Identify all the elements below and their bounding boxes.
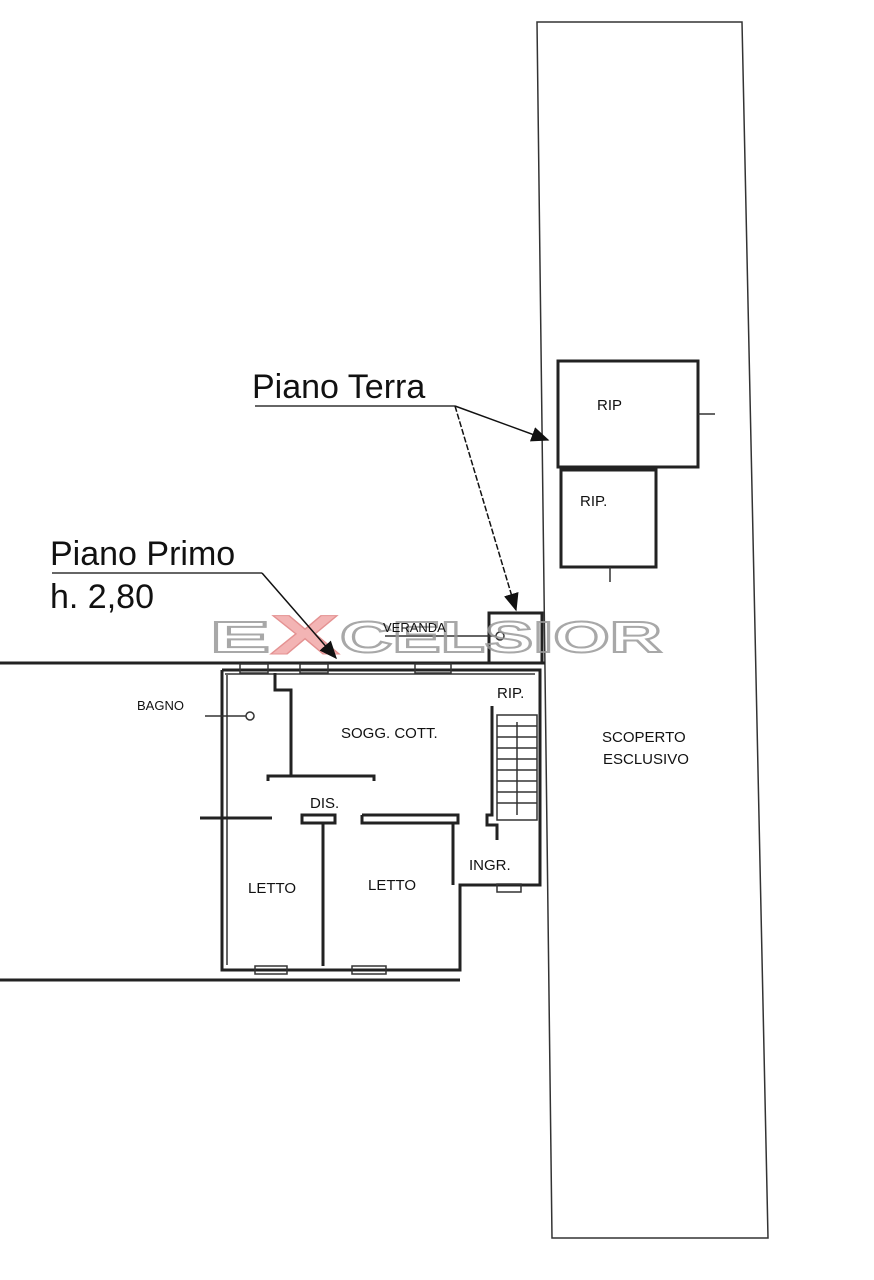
watermark-e: E — [210, 613, 270, 662]
ingr-label: INGR. — [469, 857, 511, 874]
rip-2-label: RIP. — [580, 493, 607, 510]
letto-2-label: LETTO — [368, 877, 416, 894]
arrow-piano-terra-1 — [454, 405, 550, 442]
bagno-label: BAGNO — [137, 698, 184, 713]
piano-primo-label: Piano Primo — [50, 535, 235, 573]
letto-1-label: LETTO — [248, 880, 296, 897]
rip-1-label: RIP — [597, 397, 622, 414]
veranda-marker — [495, 631, 505, 641]
dis-label: DIS. — [310, 795, 339, 812]
rip-stairs-label: RIP. — [497, 685, 524, 702]
bagno-marker — [245, 711, 255, 721]
arrow-piano-terra-2 — [454, 405, 519, 612]
rip-room-1 — [556, 359, 700, 469]
scoperto-label: SCOPERTO — [602, 729, 686, 746]
scoperto-esclusivo-area — [536, 21, 769, 1239]
watermark-celsior: CELSIOR — [340, 613, 662, 662]
veranda-box — [487, 611, 544, 665]
piano-primo-height: h. 2,80 — [50, 578, 154, 616]
watermark-x: X — [270, 603, 340, 666]
sogg-cott-label: SOGG. COTT. — [341, 725, 438, 742]
apartment-outline — [220, 668, 542, 972]
staircase — [485, 706, 538, 840]
piano-terra-label: Piano Terra — [252, 368, 425, 406]
veranda-label: VERANDA — [383, 620, 446, 635]
arrow-piano-primo — [261, 572, 337, 660]
esclusivo-label: ESCLUSIVO — [603, 751, 689, 768]
rip-room-2 — [559, 468, 658, 569]
